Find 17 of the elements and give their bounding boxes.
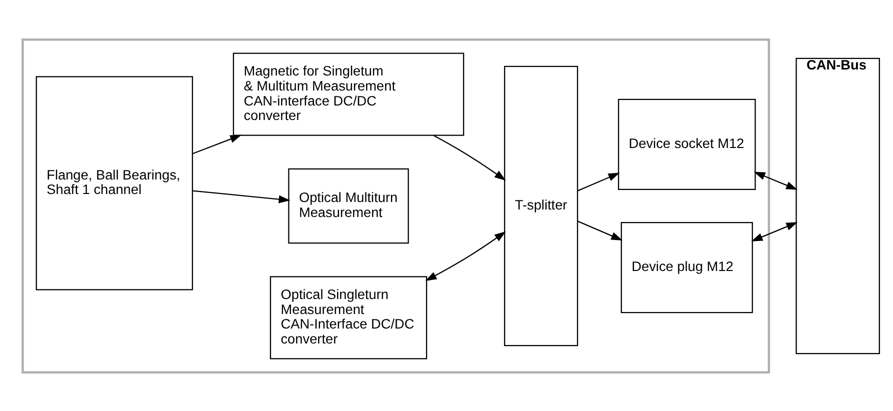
node-box: CAN-Bus: [796, 57, 880, 354]
arrow: [425, 230, 506, 280]
arrow: [754, 171, 798, 190]
node-box: Optical Multiturn Measurement: [288, 168, 409, 244]
node-box: Optical Singleturn Measurement CAN-Interface DC/DC converter: [270, 276, 428, 359]
arrow: [751, 222, 798, 241]
node-box: Magnetic for Singletum & Multitum Measurement CAN-interface DC/DC converter: [232, 52, 464, 136]
arrow: [433, 134, 506, 180]
node-box: Device socket M12: [618, 98, 756, 190]
node-box: T-splitter: [504, 65, 578, 346]
arrow: [192, 190, 290, 203]
arrow: [577, 172, 620, 191]
arrow: [577, 220, 623, 240]
arrow: [192, 134, 242, 154]
node-box: Device plug M12: [620, 221, 753, 313]
cluster: [22, 38, 770, 373]
node-box: Flange, Ball Bearings, Shaft 1 channel: [36, 76, 194, 290]
